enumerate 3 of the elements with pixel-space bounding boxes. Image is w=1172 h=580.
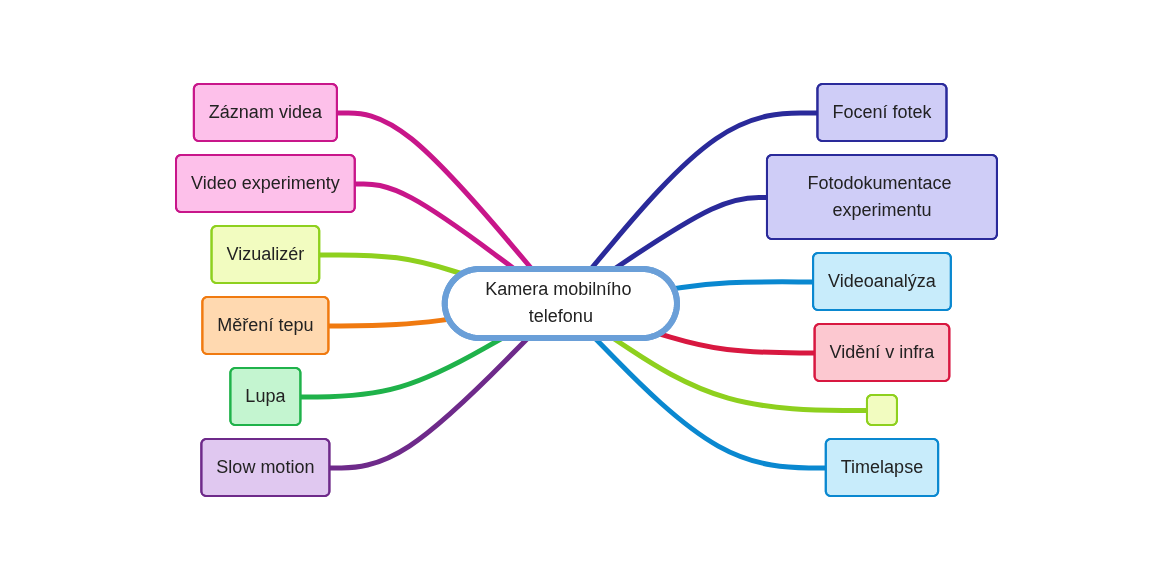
connector: [328, 316, 449, 329]
connector: [658, 331, 815, 356]
connector: [319, 252, 463, 277]
